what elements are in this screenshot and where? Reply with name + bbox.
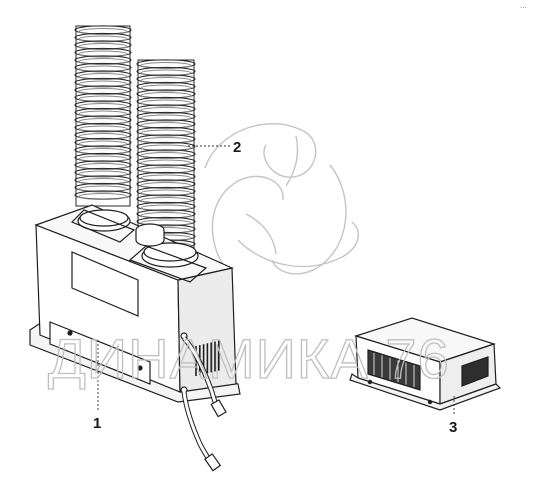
hose-ring-inner bbox=[78, 155, 128, 163]
hose-ring-inner bbox=[78, 35, 128, 43]
hose-ring-inner bbox=[78, 65, 128, 73]
hose-ring-inner bbox=[78, 95, 128, 103]
callout-cover: 3 bbox=[449, 419, 457, 436]
hose-ring-inner bbox=[78, 140, 128, 148]
hose-right bbox=[136, 59, 196, 251]
hose-ring-inner bbox=[140, 114, 192, 122]
hose-ring-inner bbox=[140, 106, 192, 115]
hose-ring-inner bbox=[140, 189, 192, 197]
hose-ring-inner bbox=[140, 121, 192, 130]
hose-ring-inner bbox=[140, 219, 192, 227]
wiring-harness bbox=[181, 336, 227, 472]
hose-ring-inner bbox=[140, 136, 192, 145]
hose-ring-inner bbox=[78, 110, 128, 118]
hose-ring-inner bbox=[140, 61, 192, 70]
hose-ring-inner bbox=[140, 76, 192, 85]
leader-lines bbox=[97, 145, 455, 414]
hose-ring-inner bbox=[140, 204, 192, 212]
callout-hoses: 2 bbox=[233, 139, 241, 156]
hose-ring-inner bbox=[140, 91, 192, 100]
hose-ring-inner bbox=[78, 102, 128, 111]
hose-ring-inner bbox=[140, 99, 192, 107]
callout-unit: 1 bbox=[93, 415, 101, 432]
hose-ring-inner bbox=[140, 159, 192, 167]
cover-box bbox=[349, 317, 502, 411]
hose-ring-inner bbox=[78, 147, 128, 156]
hose-ring-inner bbox=[78, 27, 128, 36]
hose-ring-inner bbox=[78, 162, 128, 171]
hose-ring-inner bbox=[140, 166, 192, 175]
hose-ring-inner bbox=[140, 151, 192, 160]
hose-ring-inner bbox=[78, 170, 128, 178]
watermark-swirl-logo bbox=[204, 123, 359, 275]
hose-ring-inner bbox=[140, 211, 192, 220]
hose-ring-inner bbox=[140, 144, 192, 152]
hose-ring-inner bbox=[78, 185, 128, 193]
hose-ring-inner bbox=[78, 192, 128, 201]
hose-ring-inner bbox=[140, 69, 192, 77]
hose-ring-inner bbox=[78, 132, 128, 141]
hose-ring-inner bbox=[78, 42, 128, 51]
hose-ring-inner bbox=[78, 177, 128, 186]
hose-ring-inner bbox=[78, 117, 128, 126]
corner-mark: ... bbox=[520, 1, 527, 10]
hose-ring-inner bbox=[140, 181, 192, 190]
hose-ring-inner bbox=[140, 84, 192, 92]
hose-ring-inner bbox=[78, 72, 128, 81]
hose-ring-inner bbox=[78, 50, 128, 58]
hose-ring-inner bbox=[78, 57, 128, 66]
hose-ring-inner bbox=[78, 87, 128, 96]
hose-ring-inner bbox=[140, 174, 192, 182]
hose-ring-inner bbox=[140, 196, 192, 205]
hose-ring-inner bbox=[78, 80, 128, 88]
hose-ring-inner bbox=[140, 129, 192, 137]
watermark-text: ДИНАМИКА 76 bbox=[48, 327, 450, 390]
hose-left bbox=[74, 25, 132, 207]
hose-ring-inner bbox=[78, 125, 128, 133]
